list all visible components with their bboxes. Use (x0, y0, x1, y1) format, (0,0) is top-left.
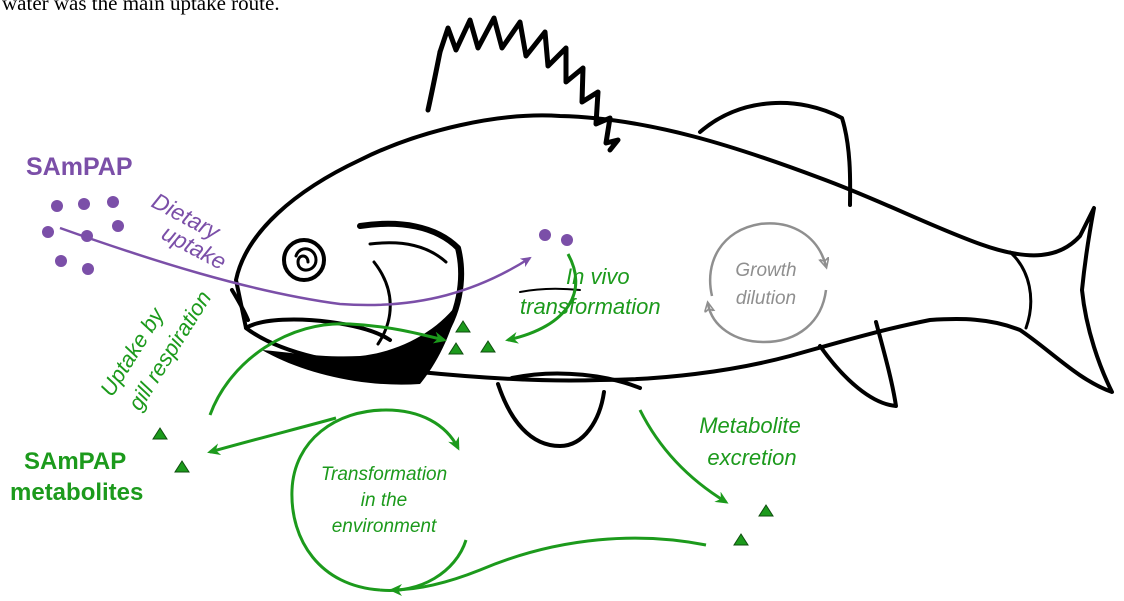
pelvic-fin (498, 384, 604, 446)
metabolite-icon (759, 505, 773, 516)
particle-icon (82, 263, 94, 275)
particle-icon (539, 229, 551, 241)
in-vivo-label-2: transformation (520, 294, 661, 319)
growth-label-2: dilution (736, 288, 796, 309)
env-label-3: environment (332, 516, 437, 537)
env-label-2: in the (361, 490, 407, 511)
growth-label-1: Growth (735, 260, 796, 281)
metabolite-icon (734, 534, 748, 545)
sampap-label: SAmPAP (26, 153, 133, 181)
excretion-label-1: Metabolite (699, 413, 801, 438)
fish-body (236, 115, 1112, 392)
dorsal-fin-spiny (440, 18, 618, 150)
particle-icon (561, 234, 573, 246)
dorsal-fin-soft (700, 103, 850, 205)
particle-icon (42, 226, 54, 238)
fish-icon (232, 18, 1112, 446)
excretion-label-2: excretion (707, 445, 796, 470)
metabolites-label-1: SAmPAP (24, 448, 126, 475)
metabolite-icon (175, 461, 189, 472)
metabolite-markers (153, 321, 773, 545)
metabolite-icon (481, 341, 495, 352)
particle-icon (107, 196, 119, 208)
metabolite-icon (153, 428, 167, 439)
particle-icon (78, 198, 90, 210)
particle-icon (112, 220, 124, 232)
env-label-1: Transformation (321, 464, 447, 485)
in-vivo-label-1: In vivo (566, 264, 630, 289)
metabolite-icon (449, 343, 463, 354)
particle-icon (51, 200, 63, 212)
metabolites-label-2: metabolites (10, 479, 143, 506)
particle-icon (55, 255, 67, 267)
anal-fin (820, 322, 896, 406)
growth-dilution-cycle-icon (708, 223, 826, 342)
eye-icon (284, 240, 324, 280)
metabolite-icon (456, 321, 470, 332)
return-arrow (392, 538, 706, 590)
